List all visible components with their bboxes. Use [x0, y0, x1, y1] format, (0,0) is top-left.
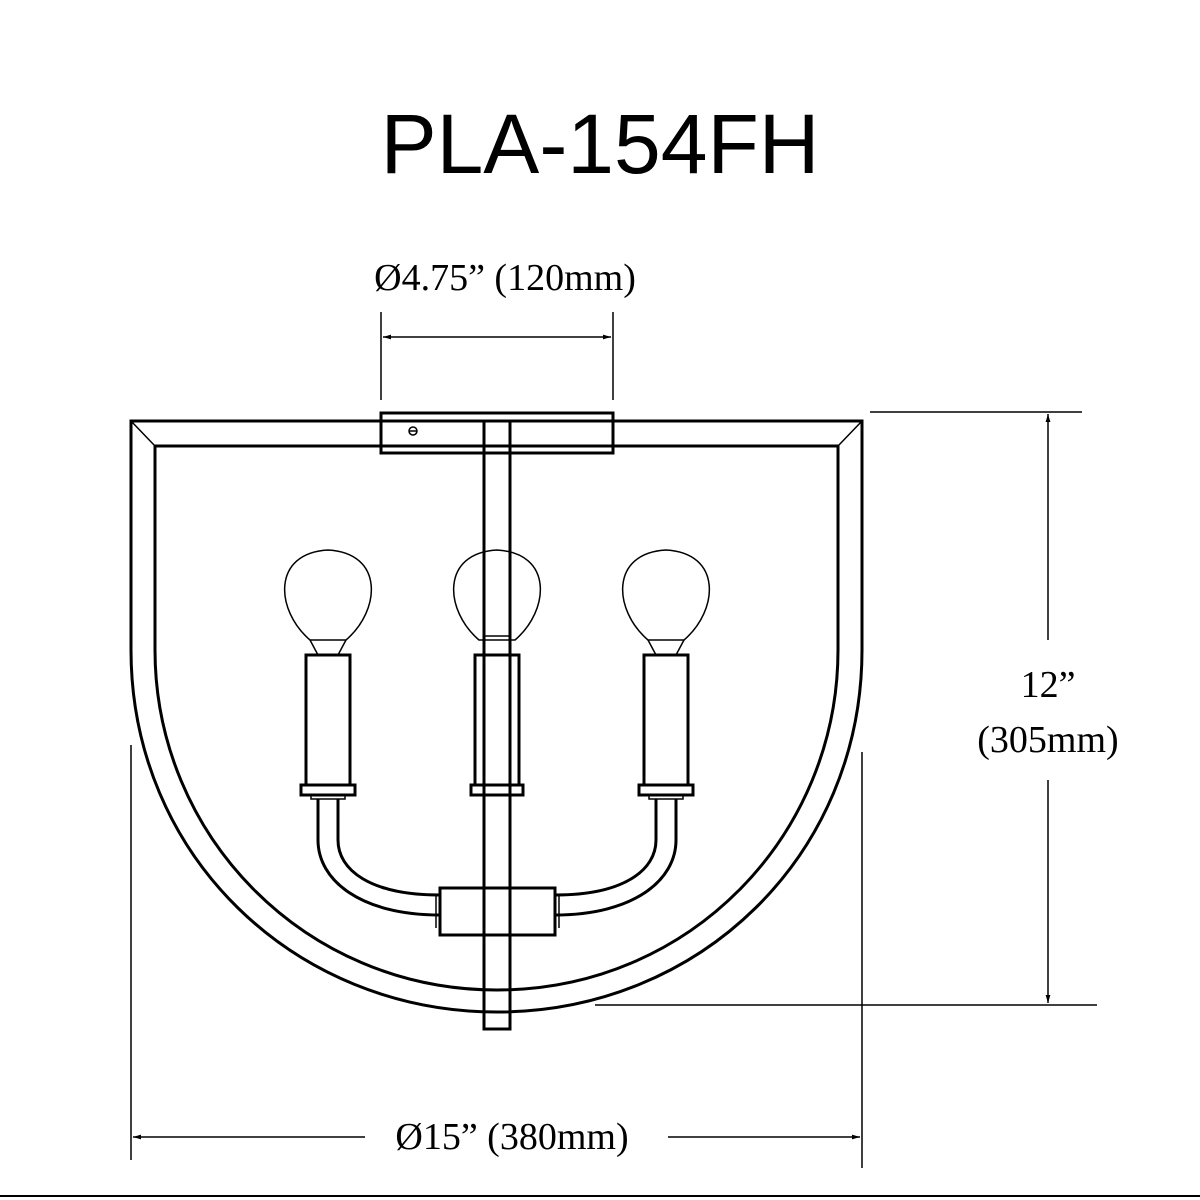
bulb-left — [283, 549, 441, 917]
canopy-diameter-label: Ø4.75” (120mm) — [374, 257, 636, 299]
bulb-right — [554, 549, 711, 917]
model-title: PLA-154FH — [381, 97, 820, 191]
center-hub — [438, 886, 557, 937]
width-label: Ø15” (380mm) — [395, 1116, 628, 1158]
canopy — [379, 411, 615, 455]
fixture-frame — [129, 419, 864, 1014]
canopy-dimension: Ø4.75” (120mm) — [374, 257, 636, 400]
bulb-center — [452, 549, 542, 797]
height-inches-label: 12” — [1021, 664, 1076, 706]
height-dimension: 12” (305mm) — [595, 411, 1119, 1006]
light-arms — [283, 549, 711, 937]
width-dimension: Ø15” (380mm) — [130, 745, 863, 1168]
height-mm-label: (305mm) — [977, 719, 1118, 761]
center-rod — [482, 419, 512, 1031]
